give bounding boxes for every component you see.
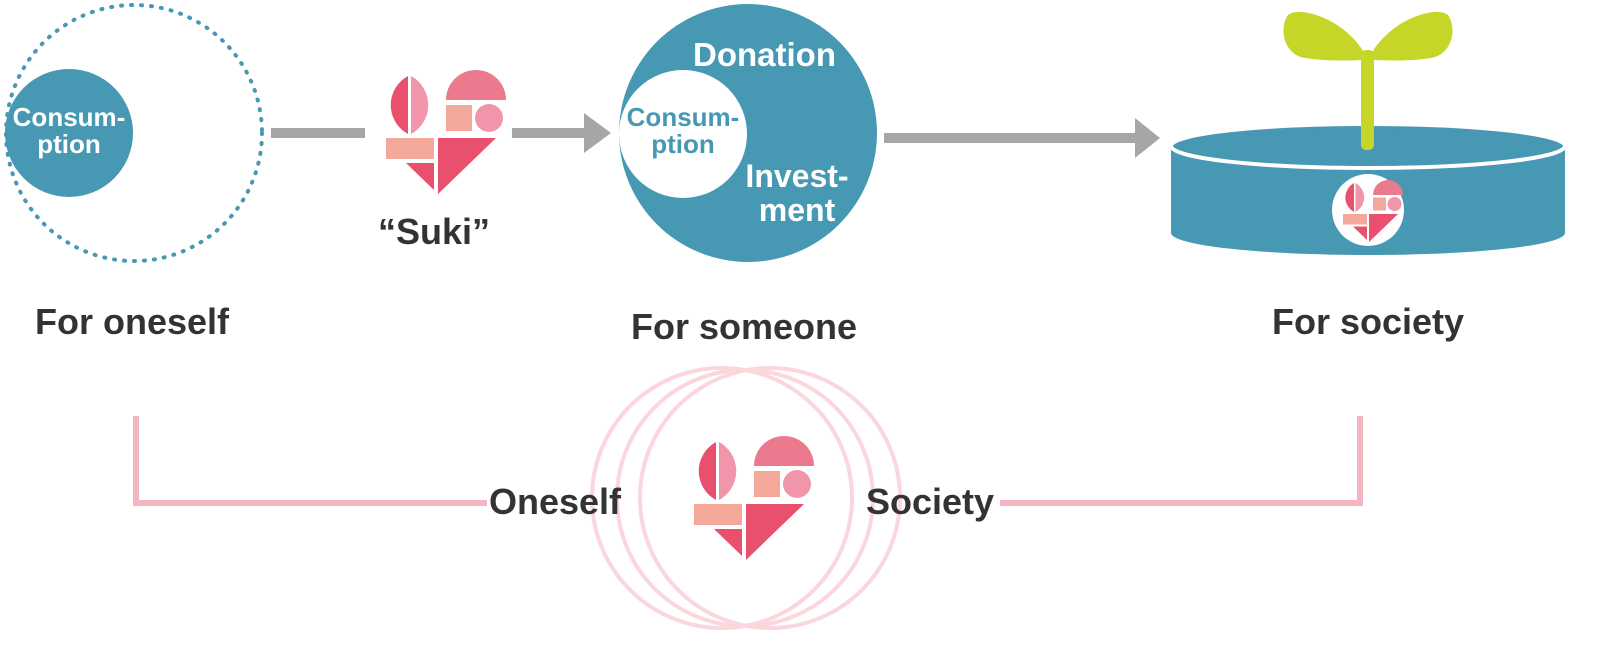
someone-consumption-label: Consum- ption: [621, 102, 745, 160]
caption-for-someone: For someone: [631, 306, 858, 347]
stage-oneself: [4, 3, 264, 263]
bottom-society-label: Society: [866, 481, 995, 522]
oneself-consumption-line2: ption: [37, 129, 101, 160]
investment-label: Invest- ment: [737, 158, 857, 228]
suki-heart-icon: [386, 70, 506, 194]
donation-label: Donation: [693, 36, 836, 73]
bottom-heart-icon: [694, 436, 814, 560]
someone-consumption-line1: Consum-: [626, 102, 740, 132]
oneself-consumption-line1: Consum-: [12, 102, 126, 132]
someone-consumption-line2: ption: [651, 129, 715, 160]
investment-line2: ment: [758, 191, 836, 228]
bottom-oneself-label: Oneself: [489, 481, 622, 522]
arrow-someone-to-society: [884, 118, 1160, 158]
venn-rings: [590, 366, 902, 630]
someone-consumption-circle: [619, 70, 747, 198]
caption-for-oneself: For oneself: [35, 301, 230, 342]
suki-label: “Suki”: [378, 211, 491, 252]
investment-line1: Invest-: [745, 158, 849, 194]
caption-for-society: For society: [1272, 301, 1465, 342]
stage-someone: [619, 4, 877, 262]
oneself-consumption-label: Consum- ption: [7, 102, 131, 160]
bottom-connector: [133, 416, 1363, 506]
sprout-pot-icon: [1169, 12, 1567, 255]
arrow-oneself-to-suki: [271, 113, 611, 153]
consumption-circle: [5, 69, 133, 197]
